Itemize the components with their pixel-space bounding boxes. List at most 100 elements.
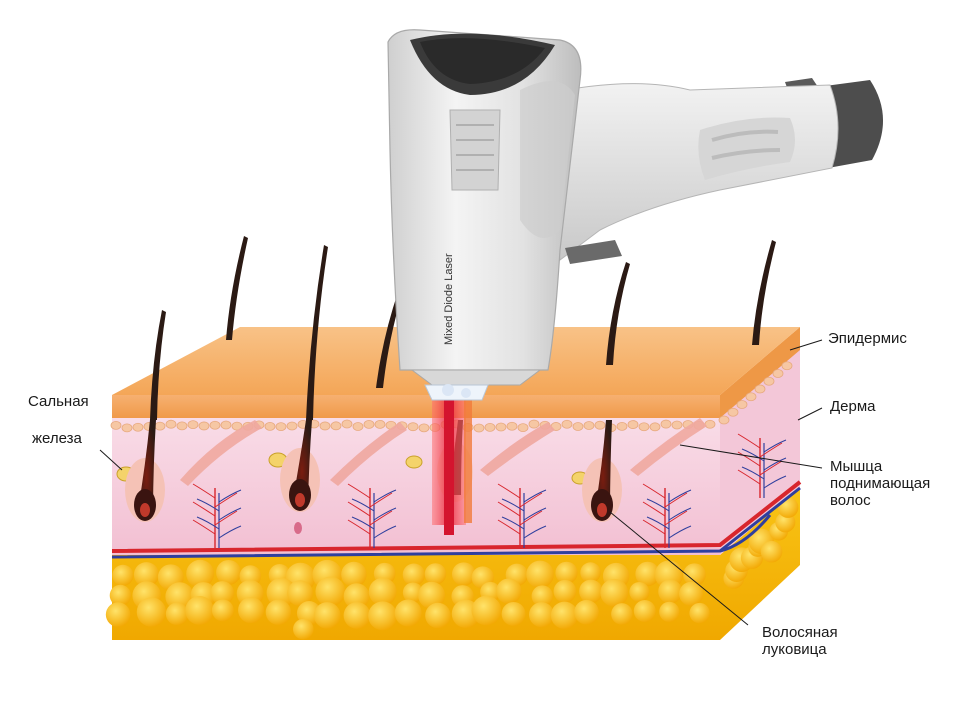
- label-bulb-line1: Волосяная: [762, 624, 838, 641]
- fat-cell: [611, 603, 633, 625]
- fat-cell: [211, 599, 234, 622]
- fat-cell: [526, 560, 554, 589]
- skin-cell: [220, 420, 232, 430]
- capillary-tree: [737, 433, 787, 498]
- fat-cell: [313, 602, 341, 629]
- skin-cell: [132, 422, 144, 432]
- fat-cell: [210, 581, 235, 605]
- skin-cell: [187, 420, 199, 430]
- skin-cell: [583, 421, 595, 430]
- fat-cell: [368, 601, 398, 631]
- skin-cell: [121, 423, 133, 433]
- skin-cell: [572, 422, 584, 431]
- fat-cell: [760, 540, 783, 563]
- fat-cell: [186, 559, 215, 588]
- label-dermis: Дерма: [830, 398, 876, 415]
- device-trigger: [565, 240, 622, 264]
- device-brand-text: Mixed Diode Laser: [443, 253, 455, 345]
- skin-cell: [418, 423, 430, 433]
- capillary-tree: [347, 483, 397, 548]
- skin-cell: [264, 421, 276, 431]
- skin-cell: [176, 421, 188, 431]
- device-nozzle: [410, 369, 542, 386]
- skin-cell: [561, 419, 573, 429]
- skin-cell: [110, 420, 122, 430]
- fat-cell: [185, 596, 214, 625]
- fat-cell: [471, 595, 502, 626]
- leader-dermis: [797, 407, 823, 421]
- skin-cell: [649, 422, 661, 432]
- fat-cell: [659, 601, 680, 622]
- label-muscle-line3: волос: [830, 492, 871, 509]
- fat-cell: [315, 576, 346, 607]
- skin-cell: [506, 421, 518, 431]
- skin-cell: [286, 421, 298, 431]
- skin-cell: [704, 419, 716, 429]
- follicle-2: [280, 420, 320, 534]
- skin-cell: [473, 423, 485, 433]
- fat-cell: [629, 581, 650, 602]
- skin-cell: [231, 421, 243, 431]
- fat-cell: [574, 599, 599, 625]
- skin-cell: [319, 421, 331, 431]
- capillary-tree: [497, 483, 547, 548]
- fat-cell: [341, 561, 367, 588]
- fat-cell: [683, 563, 706, 586]
- fat-cell: [496, 578, 522, 604]
- skin-cell: [660, 419, 672, 429]
- fat-cell: [265, 599, 292, 625]
- leader-lines: [99, 339, 823, 626]
- epidermis-side: [720, 327, 800, 418]
- hair-follicles: [125, 420, 622, 534]
- fat-cell: [600, 578, 629, 607]
- fat-cell: [451, 562, 476, 586]
- fat-cell: [293, 618, 314, 640]
- skin-cell: [763, 376, 775, 386]
- skin-cell: [594, 420, 606, 430]
- hair-shafts: [150, 236, 776, 420]
- skin-cell: [275, 422, 287, 432]
- leader-bulb: [609, 511, 749, 626]
- fat-cell: [343, 583, 370, 610]
- skin-cell: [165, 419, 177, 429]
- fat-cell: [105, 602, 131, 627]
- fat-cell: [418, 581, 446, 609]
- skin-cell: [616, 421, 628, 431]
- skin-cell: [727, 407, 739, 417]
- fat-cell: [287, 580, 313, 607]
- leader-muscle: [679, 444, 823, 469]
- label-gland-line2: железа: [32, 430, 82, 447]
- skin-cell: [772, 369, 784, 378]
- skin-cell: [154, 421, 166, 431]
- skin-cell: [627, 420, 639, 429]
- skin-cell: [745, 392, 757, 402]
- skin-cell: [754, 384, 766, 394]
- fat-cell: [633, 600, 656, 623]
- arrector-pili-muscles: [180, 418, 707, 486]
- fat-cell: [343, 602, 371, 629]
- label-muscle-line1: Мышца: [830, 458, 883, 475]
- fat-cell: [216, 559, 242, 585]
- fat-cell: [238, 597, 265, 624]
- skin-cell: [352, 422, 364, 431]
- skin-cell: [736, 400, 748, 409]
- fat-cell: [579, 579, 603, 604]
- fat-cell: [635, 561, 660, 587]
- fat-cell: [402, 582, 424, 603]
- fat-cell: [425, 602, 451, 629]
- skin-cell: [209, 420, 221, 430]
- fat-cell: [658, 579, 683, 604]
- capillary-tree: [192, 483, 242, 548]
- skin-cell: [781, 361, 793, 371]
- skin-cell: [341, 419, 353, 429]
- skin-cell: [638, 422, 650, 432]
- skin-cell: [484, 422, 496, 432]
- skin-cell: [495, 422, 507, 432]
- epidermis-front: [112, 395, 720, 418]
- capillary-tree: [642, 483, 692, 548]
- fat-cell: [112, 564, 134, 586]
- laser-device: Mixed Diode Laser: [387, 29, 884, 401]
- fat-cell: [679, 581, 704, 606]
- device-rear-cap: [825, 80, 884, 168]
